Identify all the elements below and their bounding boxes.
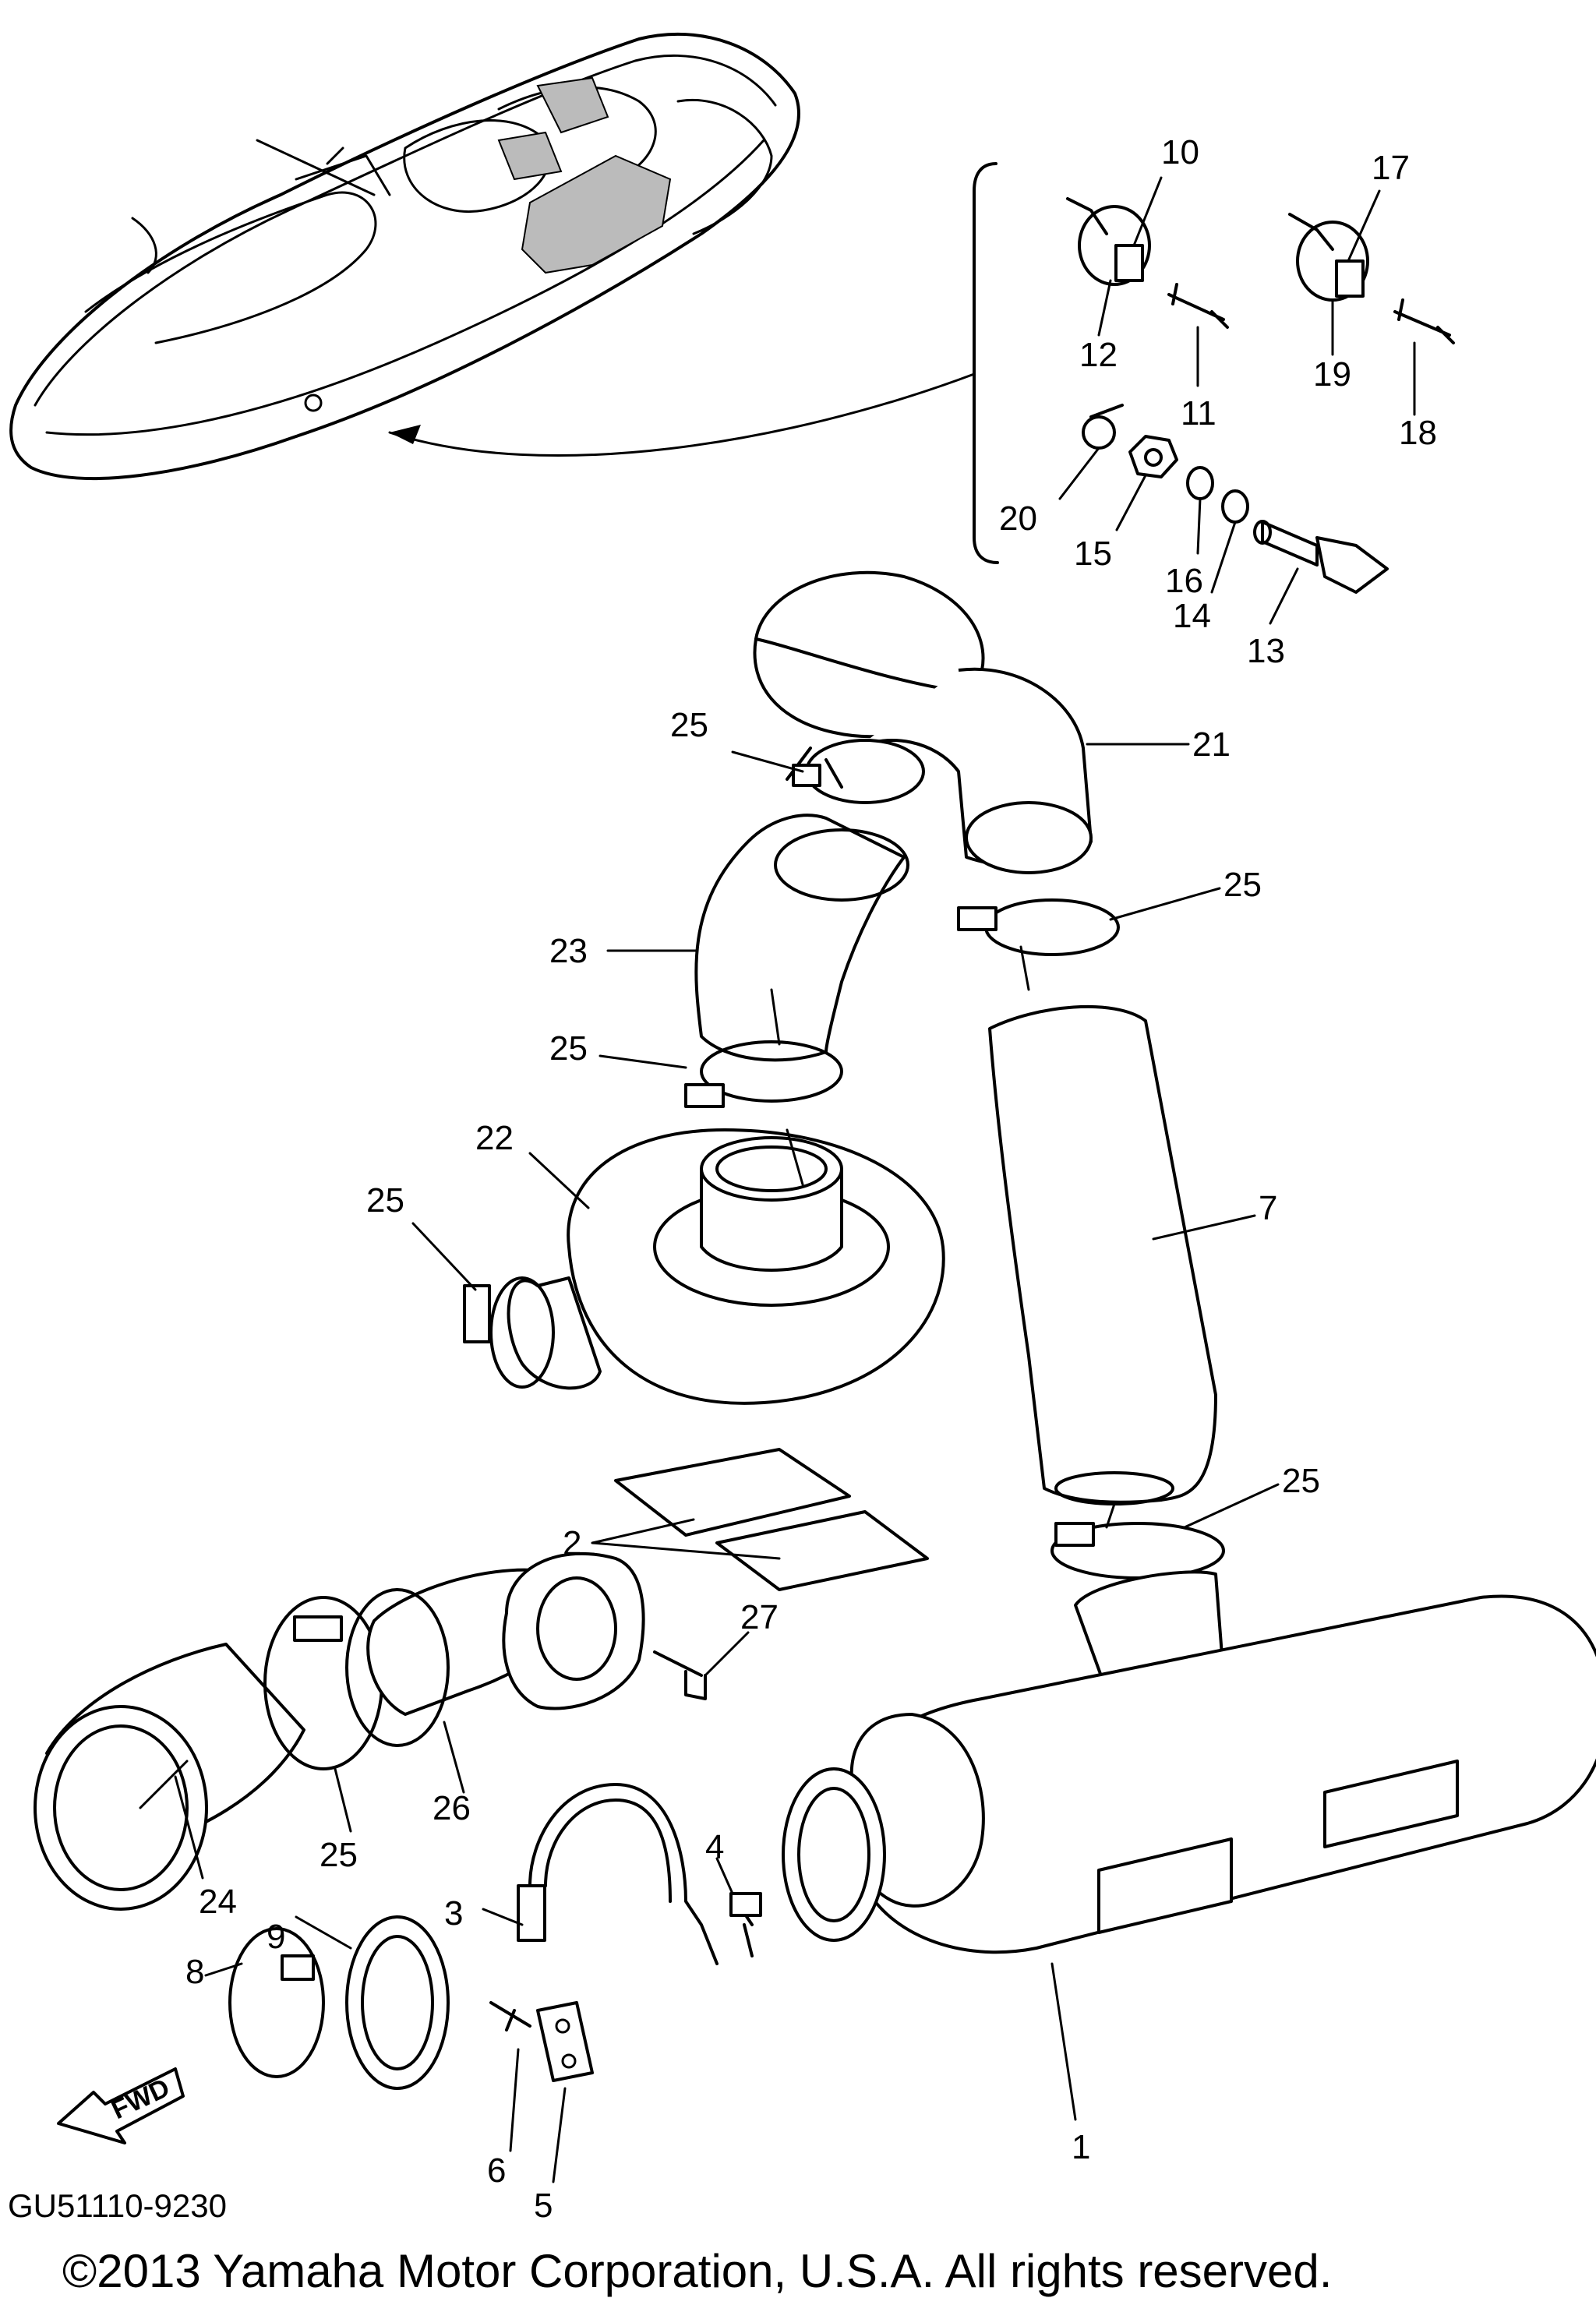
callout-9: 9 xyxy=(267,1918,285,1956)
watercraft-overview xyxy=(9,32,976,481)
callout-25-e: 25 xyxy=(1282,1462,1320,1500)
callout-4: 4 xyxy=(705,1828,724,1866)
callout-5: 5 xyxy=(534,2187,553,2225)
callout-25-c: 25 xyxy=(549,1029,588,1068)
callout-15: 15 xyxy=(1074,535,1112,573)
callout-25-b: 25 xyxy=(1223,866,1262,904)
callout-27: 27 xyxy=(740,1598,779,1636)
callout-26: 26 xyxy=(433,1789,471,1827)
callout-12: 12 xyxy=(1079,336,1118,374)
copyright-notice: ©2013 Yamaha Motor Corporation, U.S.A. A… xyxy=(62,2245,1332,2297)
callout-24: 24 xyxy=(199,1883,237,1921)
callout-17: 17 xyxy=(1372,149,1410,187)
leader-lines xyxy=(139,176,1416,2183)
callout-2: 2 xyxy=(563,1524,581,1562)
callout-23: 23 xyxy=(549,932,588,970)
callout-25-a: 25 xyxy=(670,706,708,744)
callout-11: 11 xyxy=(1181,394,1216,432)
callout-25-f: 25 xyxy=(320,1836,358,1874)
callout-7: 7 xyxy=(1259,1189,1277,1227)
callout-3: 3 xyxy=(444,1894,463,1933)
callout-labels: 10 12 11 17 19 18 20 15 16 14 13 21 25 2… xyxy=(185,133,1437,2225)
callout-22: 22 xyxy=(475,1119,514,1157)
callout-25-d: 25 xyxy=(366,1181,404,1220)
callout-1: 1 xyxy=(1072,2128,1090,2166)
callout-19: 19 xyxy=(1313,355,1351,394)
exhaust-assembly: FWD xyxy=(34,570,1596,2144)
detail-group-bracket xyxy=(973,162,1455,594)
callout-13: 13 xyxy=(1247,632,1285,670)
callout-14: 14 xyxy=(1173,597,1211,635)
figure-code: GU51110-9230 xyxy=(8,2187,227,2224)
callout-21: 21 xyxy=(1192,725,1231,764)
callout-18: 18 xyxy=(1399,414,1437,452)
callout-20: 20 xyxy=(999,499,1037,538)
callout-6: 6 xyxy=(487,2151,506,2190)
callout-8: 8 xyxy=(185,1953,204,1991)
callout-10: 10 xyxy=(1161,133,1199,171)
callout-16: 16 xyxy=(1165,562,1203,600)
